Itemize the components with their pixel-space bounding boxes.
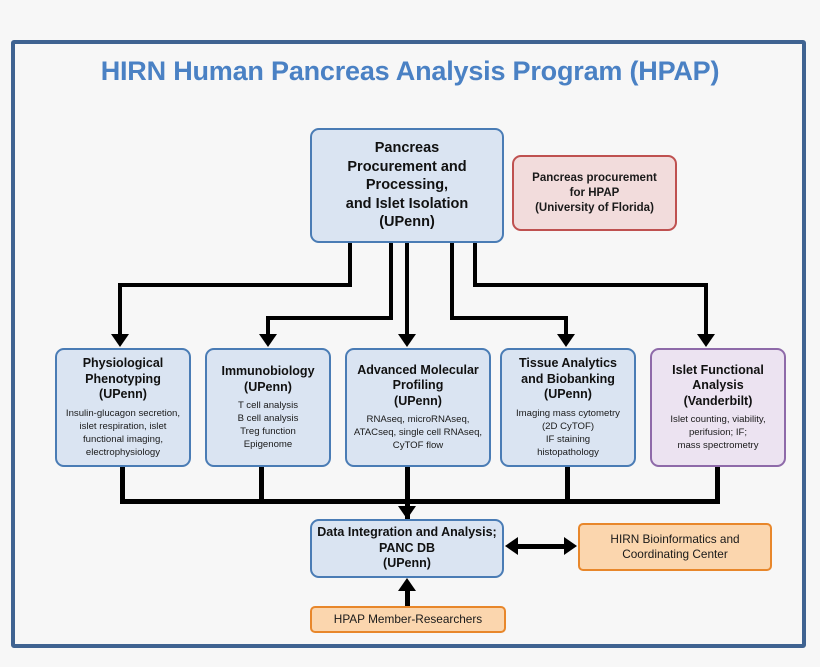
connector-bus-left-outer bbox=[118, 283, 352, 287]
arrowhead-tissue bbox=[557, 334, 575, 347]
node-line: Coordinating Center bbox=[622, 547, 728, 561]
connector-db-to-bic bbox=[516, 544, 566, 549]
connector-drop-immunobiology bbox=[266, 316, 270, 335]
node-advanced-molecular-profiling[interactable]: Advanced Molecular Profiling (UPenn) RNA… bbox=[345, 348, 491, 467]
node-line: (UPenn) bbox=[379, 214, 435, 231]
node-line: Procurement and bbox=[347, 158, 467, 175]
node-body-line: RNAseq, microRNAseq, bbox=[366, 414, 470, 426]
node-line: (UPenn) bbox=[383, 556, 431, 571]
node-body-line: Islet counting, viability, bbox=[670, 414, 766, 426]
connector-riser-physiological bbox=[120, 467, 125, 503]
connector-drop-physiological bbox=[118, 283, 122, 335]
node-body-line: (2D CyTOF) bbox=[541, 420, 595, 432]
node-data-integration-panc-db[interactable]: Data Integration and Analysis; PANC DB (… bbox=[310, 519, 504, 578]
arrowhead-database-from-members bbox=[398, 578, 416, 591]
node-body-line: IF staining bbox=[545, 433, 591, 445]
node-university-of-florida[interactable]: Pancreas procurement for HPAP (Universit… bbox=[512, 155, 677, 231]
arrowhead-toward-bioinformatics bbox=[564, 537, 577, 555]
node-heading-line: Profiling bbox=[392, 378, 444, 393]
arrowhead-physiological bbox=[111, 334, 129, 347]
arrowhead-immunobiology bbox=[259, 334, 277, 347]
node-body-line: CyTOF flow bbox=[392, 440, 444, 452]
node-line: Data Integration and Analysis; bbox=[317, 525, 497, 540]
node-heading-line: (Vanderbilt) bbox=[683, 393, 753, 408]
page-title: HIRN Human Pancreas Analysis Program (HP… bbox=[100, 56, 720, 86]
node-heading-line: Phenotyping bbox=[85, 371, 161, 386]
node-body-line: mass spectrometry bbox=[677, 440, 759, 452]
node-pancreas-procurement[interactable]: Pancreas Procurement and Processing, and… bbox=[310, 128, 504, 243]
connector-riser-islet bbox=[715, 467, 720, 503]
connector-stub-1 bbox=[348, 243, 352, 285]
node-heading-line: (UPenn) bbox=[544, 387, 592, 402]
node-islet-functional-analysis[interactable]: Islet Functional Analysis (Vanderbilt) I… bbox=[650, 348, 786, 467]
node-heading-line: (UPenn) bbox=[244, 379, 292, 394]
connector-bus-left-inner bbox=[266, 316, 393, 320]
node-line: HPAP Member-Researchers bbox=[333, 612, 483, 626]
node-hirn-bioinformatics-center[interactable]: HIRN Bioinformatics and Coordinating Cen… bbox=[578, 523, 772, 571]
connector-riser-molecular bbox=[405, 467, 410, 519]
node-heading-line: Physiological bbox=[82, 356, 164, 371]
connector-stub-4 bbox=[450, 243, 454, 320]
node-line: Pancreas bbox=[374, 140, 440, 157]
node-line: (University of Florida) bbox=[535, 201, 654, 214]
connector-riser-tissue bbox=[565, 467, 570, 503]
node-immunobiology[interactable]: Immunobiology (UPenn) T cell analysis B … bbox=[205, 348, 331, 467]
connector-drop-tissue bbox=[564, 316, 568, 335]
arrowhead-toward-database bbox=[505, 537, 518, 555]
node-body-line: histopathology bbox=[537, 446, 599, 458]
connector-drop-islet bbox=[704, 283, 708, 335]
node-body-line: T cell analysis bbox=[237, 400, 299, 411]
node-line: and Islet Isolation bbox=[345, 195, 469, 212]
node-line: HIRN Bioinformatics and bbox=[610, 532, 740, 546]
node-hpap-member-researchers[interactable]: HPAP Member-Researchers bbox=[310, 606, 506, 633]
node-body-line: ATACseq, single cell RNAseq, bbox=[353, 427, 483, 439]
node-body-line: Insulin-glucagon secretion, bbox=[65, 407, 181, 419]
node-line: Pancreas procurement bbox=[532, 171, 657, 184]
node-heading-line: (UPenn) bbox=[99, 387, 147, 402]
node-body-line: functional imaging, bbox=[82, 433, 163, 445]
node-heading-line: and Biobanking bbox=[521, 371, 615, 386]
connector-bus-bottom bbox=[120, 499, 720, 504]
arrowhead-database bbox=[398, 506, 416, 519]
node-body-line: Imaging mass cytometry bbox=[516, 407, 620, 419]
node-heading-line: Analysis bbox=[692, 378, 744, 393]
connector-bus-right-inner bbox=[450, 316, 568, 320]
node-heading-line: Tissue Analytics bbox=[519, 356, 617, 371]
arrowhead-islet bbox=[697, 334, 715, 347]
connector-members-to-db bbox=[405, 590, 410, 607]
connector-riser-immunobiology bbox=[259, 467, 264, 503]
connector-bus-right-outer bbox=[473, 283, 708, 287]
node-body-line: perifusion; IF; bbox=[688, 427, 748, 439]
node-line: Processing, bbox=[365, 177, 449, 194]
node-body-line: islet respiration, islet bbox=[79, 420, 167, 432]
arrowhead-molecular bbox=[398, 334, 416, 347]
node-line: PANC DB bbox=[378, 540, 436, 555]
connector-stub-2 bbox=[389, 243, 393, 320]
node-heading-line: Immunobiology bbox=[221, 364, 315, 378]
node-heading-line: (UPenn) bbox=[394, 393, 442, 408]
node-body-line: B cell analysis bbox=[237, 413, 299, 424]
node-heading-line: Advanced Molecular bbox=[357, 362, 479, 377]
connector-stub-5 bbox=[473, 243, 477, 285]
connector-drop-molecular bbox=[405, 283, 409, 335]
node-tissue-analytics-biobanking[interactable]: Tissue Analytics and Biobanking (UPenn) … bbox=[500, 348, 636, 467]
node-body-line: Treg function bbox=[240, 426, 296, 437]
node-body-line: Epigenome bbox=[243, 439, 293, 450]
node-physiological-phenotyping[interactable]: Physiological Phenotyping (UPenn) Insuli… bbox=[55, 348, 191, 467]
node-heading-line: Islet Functional bbox=[672, 362, 764, 377]
node-body-line: electrophysiology bbox=[85, 446, 161, 458]
node-line: for HPAP bbox=[569, 186, 620, 199]
